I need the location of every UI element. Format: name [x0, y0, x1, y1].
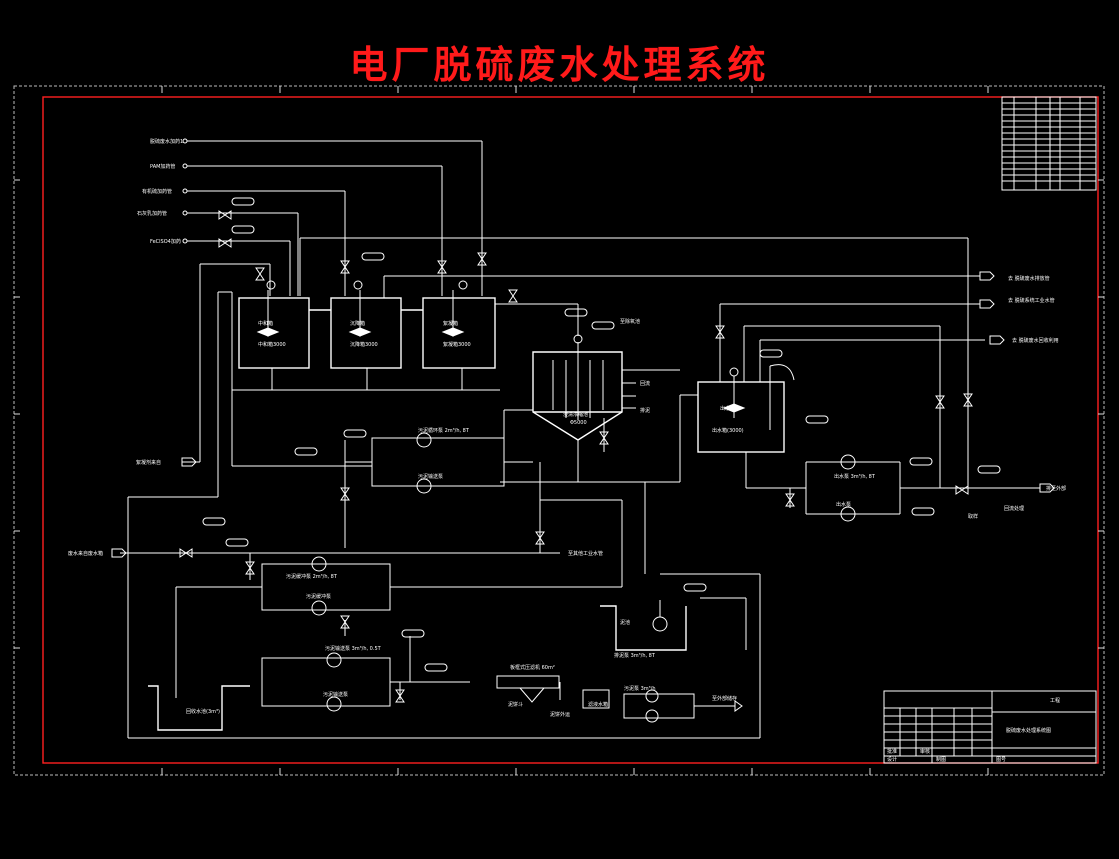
title-block-designed: 设计 — [887, 756, 897, 763]
title-block-project-label: 工程 — [1050, 697, 1060, 704]
svg-text:污泥输送泵 3m³/h, 0.5T: 污泥输送泵 3m³/h, 0.5T — [325, 645, 382, 652]
svg-text:污泥循环泵 2m³/h, 8T: 污泥循环泵 2m³/h, 8T — [418, 427, 470, 434]
svg-text:取样: 取样 — [968, 513, 978, 520]
svg-text:滤液水箱: 滤液水箱 — [588, 701, 608, 708]
svg-text:去 脱硫废水排放管: 去 脱硫废水排放管 — [1008, 275, 1050, 282]
sludge-pit — [600, 605, 687, 651]
svg-text:脱硫废水加药1: 脱硫废水加药1 — [150, 138, 183, 145]
svg-text:絮凝箱: 絮凝箱 — [443, 320, 458, 327]
svg-text:排至外部: 排至外部 — [1046, 485, 1066, 492]
outer-dashed-frame — [13, 85, 1105, 776]
svg-text:FeClSO4加药: FeClSO4加药 — [150, 238, 181, 245]
svg-text:中和箱: 中和箱 — [258, 320, 273, 327]
svg-text:中和箱3000: 中和箱3000 — [258, 341, 286, 348]
title-block-approved: 批准 — [887, 748, 897, 755]
wastewater-inlet-line — [120, 462, 623, 698]
title-block-drawing-no: 图号 — [996, 757, 1006, 763]
svg-text:排泥泵 3m³/h, 8T: 排泥泵 3m³/h, 8T — [614, 652, 656, 659]
svg-text:泥饼斗: 泥饼斗 — [508, 701, 523, 708]
title-block-drawn: 制图 — [936, 756, 946, 763]
chemical-feed-lines — [182, 138, 969, 490]
title-block-checked: 审核 — [920, 748, 930, 755]
equipment-legend-table — [1001, 96, 1097, 191]
svg-text:回流处理: 回流处理 — [1004, 505, 1024, 512]
svg-text:泥池: 泥池 — [620, 619, 630, 626]
svg-text:去 脱硫废水回收利用: 去 脱硫废水回收利用 — [1012, 337, 1059, 344]
settling-tank — [330, 297, 402, 369]
svg-text:污泥缓冲泵: 污泥缓冲泵 — [306, 593, 331, 600]
svg-text:出水泵: 出水泵 — [836, 501, 851, 508]
title-block-drawing-name: 脱硫废水处理系统图 — [1006, 727, 1051, 734]
svg-text:絮凝箱3000: 絮凝箱3000 — [443, 341, 471, 348]
svg-text:板框式压滤机 60m²: 板框式压滤机 60m² — [510, 664, 555, 671]
svg-text:污泥缓冲泵 2m³/h, 8T: 污泥缓冲泵 2m³/h, 8T — [286, 573, 338, 580]
svg-text:有机硫加药管: 有机硫加药管 — [142, 188, 172, 195]
svg-text:回流: 回流 — [640, 380, 650, 387]
svg-text:至外部储存: 至外部储存 — [712, 695, 737, 702]
svg-text:沉降箱3000: 沉降箱3000 — [350, 341, 378, 348]
svg-text:出水箱(3000): 出水箱(3000) — [712, 427, 744, 434]
svg-text:污泥输送泵: 污泥输送泵 — [323, 691, 348, 698]
svg-text:泥饼外运: 泥饼外运 — [550, 711, 570, 718]
svg-text:澄清浓缩池: 澄清浓缩池 — [563, 411, 588, 418]
svg-text:至其他工业水管: 至其他工业水管 — [568, 550, 603, 557]
diagram-title: 电厂脱硫废水处理系统 — [349, 42, 770, 87]
svg-text:Φ5000: Φ5000 — [570, 420, 587, 426]
final-oxidation-tank — [697, 381, 785, 453]
flocculation-tank — [422, 297, 496, 369]
title-block — [883, 690, 1097, 764]
reaction-tanks — [238, 297, 496, 369]
svg-text:PAM加药管: PAM加药管 — [150, 163, 175, 170]
sludge-dewatering — [261, 636, 743, 723]
svg-text:废水来自废水箱: 废水来自废水箱 — [68, 550, 103, 557]
svg-text:沉降箱: 沉降箱 — [350, 320, 365, 327]
svg-text:污泥泵 3m³/h: 污泥泵 3m³/h — [624, 685, 656, 692]
neutralization-tank — [238, 297, 310, 369]
svg-text:石灰乳加药管: 石灰乳加药管 — [137, 210, 167, 217]
sludge-recirculation-pumps — [344, 409, 533, 548]
svg-text:回收水池(3m³): 回收水池(3m³) — [186, 708, 220, 715]
svg-text:污泥输送泵: 污泥输送泵 — [418, 473, 443, 480]
svg-text:出水泵 3m³/h, 8T: 出水泵 3m³/h, 8T — [834, 473, 876, 480]
inner-red-frame — [42, 96, 1099, 764]
svg-text:出水箱: 出水箱 — [720, 405, 735, 412]
svg-text:去 脱硫系统工业水管: 去 脱硫系统工业水管 — [1008, 297, 1055, 304]
svg-text:至除氧池: 至除氧池 — [620, 318, 640, 325]
svg-text:絮凝剂来自: 絮凝剂来自 — [136, 459, 161, 466]
svg-text:排泥: 排泥 — [640, 407, 650, 414]
